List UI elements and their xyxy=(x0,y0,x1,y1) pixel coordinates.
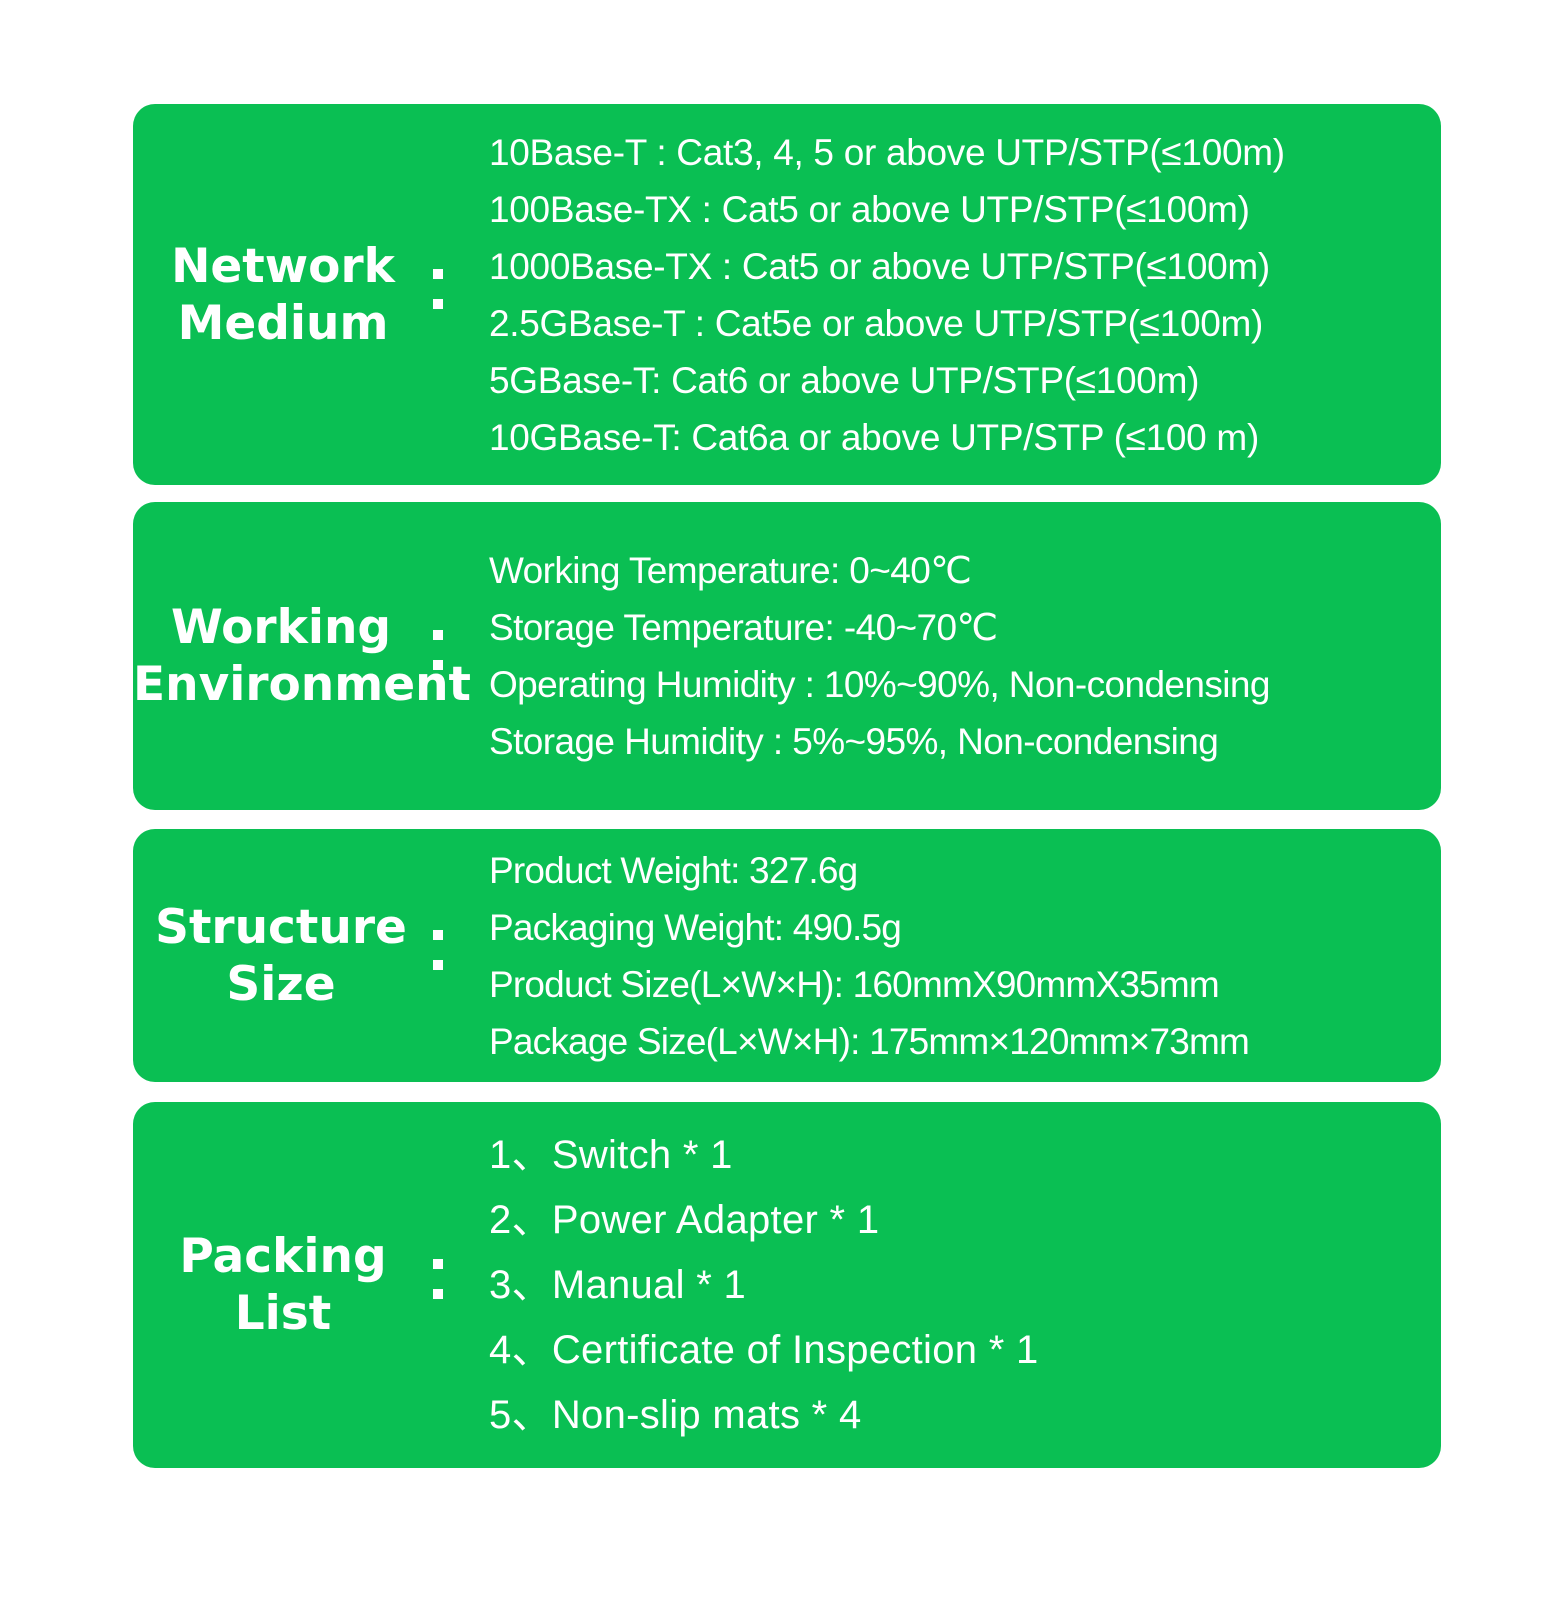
section-label-line: Environment xyxy=(133,657,472,712)
spec-line: Storage Humidity : 5%~95%, Non-condensin… xyxy=(489,721,1219,762)
list-item: 4、Certificate of Inspection * 1 xyxy=(489,1327,1039,1372)
section-label-line: Size xyxy=(226,956,336,1012)
section-label-line: List xyxy=(234,1286,332,1341)
colon-icon xyxy=(433,630,443,670)
spec-line: Operating Humidity : 10%~90%, Non-conden… xyxy=(489,664,1270,705)
section-label-line: Working xyxy=(170,600,392,655)
spec-line: Storage Temperature: -40~70℃ xyxy=(489,607,998,648)
section-label-line: Structure xyxy=(155,899,407,955)
spec-line: Product Size(L×W×H): 160mmX90mmX35mm xyxy=(489,963,1220,1005)
colon-icon xyxy=(433,929,443,970)
colon-icon xyxy=(433,1259,443,1299)
spec-card-structure-size: Structure Size Product Weight: 327.6g Pa… xyxy=(133,829,1441,1082)
colon-icon xyxy=(433,268,443,309)
spec-line: 10GBase-T: Cat6a or above UTP/STP (≤100 … xyxy=(489,416,1259,458)
spec-card-packing-list: Packing List 1、Switch * 1 2、Power Adapte… xyxy=(133,1102,1441,1468)
list-item: 1、Switch * 1 xyxy=(489,1132,733,1177)
spec-line: 2.5GBase-T : Cat5e or above UTP/STP(≤100… xyxy=(489,302,1264,344)
spec-line: Product Weight: 327.6g xyxy=(489,849,858,891)
spec-line: Packaging Weight: 490.5g xyxy=(489,906,902,948)
section-label-line: Medium xyxy=(177,295,389,351)
section-label: Structure Size xyxy=(133,899,429,1013)
spec-lines: 10Base-T : Cat3, 4, 5 or above UTP/STP(≤… xyxy=(489,104,1421,485)
spec-card-network-medium: Network Medium 10Base-T : Cat3, 4, 5 or … xyxy=(133,104,1441,485)
spec-card-working-environment: Working Environment Working Temperature:… xyxy=(133,502,1441,810)
list-item: 2、Power Adapter * 1 xyxy=(489,1197,880,1242)
spec-line: Working Temperature: 0~40℃ xyxy=(489,550,972,591)
spec-line: Package Size(L×W×H): 175mm×120mm×73mm xyxy=(489,1020,1250,1062)
section-label: Working Environment xyxy=(133,599,472,713)
section-label: Network Medium xyxy=(133,238,433,352)
spec-lines: Product Weight: 327.6g Packaging Weight:… xyxy=(489,829,1421,1082)
section-label-line: Packing xyxy=(179,1229,387,1284)
spec-line: 1000Base-TX : Cat5 or above UTP/STP(≤100… xyxy=(489,245,1270,287)
spec-lines: Working Temperature: 0~40℃ Storage Tempe… xyxy=(489,502,1421,810)
section-label: Packing List xyxy=(133,1228,433,1342)
spec-line: 5GBase-T: Cat6 or above UTP/STP(≤100m) xyxy=(489,359,1200,401)
spec-line: 100Base-TX : Cat5 or above UTP/STP(≤100m… xyxy=(489,188,1250,230)
list-item: 5、Non-slip mats * 4 xyxy=(489,1392,862,1437)
spec-line: 10Base-T : Cat3, 4, 5 or above UTP/STP(≤… xyxy=(489,131,1285,173)
list-item: 3、Manual * 1 xyxy=(489,1262,747,1307)
section-label-line: Network xyxy=(171,238,395,294)
spec-lines: 1、Switch * 1 2、Power Adapter * 1 3、Manua… xyxy=(489,1102,1421,1468)
